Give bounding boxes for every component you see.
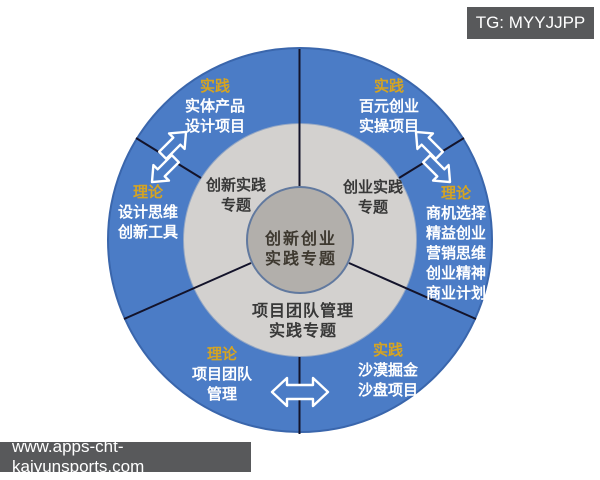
sector-right-line: 商业计划	[425, 285, 487, 302]
sector-top-right: 实践 百元创业 实操项目	[359, 77, 419, 137]
sector-bottom-right-line: 沙盘项目	[357, 382, 419, 399]
sector-right-line: 创业精神	[425, 265, 487, 282]
sector-right-line: 精益创业	[425, 225, 487, 242]
sector-right-line: 营销思维	[425, 245, 487, 262]
sector-bottom-right-type-label: 实践	[372, 342, 404, 359]
center-circle	[246, 186, 354, 294]
sector-left-line: 设计思维	[117, 204, 179, 221]
sector-top-right-line: 实操项目	[358, 118, 420, 135]
sector-top-left: 实践 实体产品 设计项目	[185, 77, 245, 137]
inner-ring-right-text: 创业实践 专题	[342, 179, 404, 216]
sector-bottom-right: 实践 沙漠掘金 沙盘项目	[358, 341, 418, 401]
sector-bottom-left-line: 管理	[206, 386, 238, 403]
sector-right-type-label: 理论	[440, 185, 472, 202]
tg-badge: TG: MYYJJPP	[467, 7, 594, 39]
sector-top-left-line: 设计项目	[184, 118, 246, 135]
sector-top-left-line: 实体产品	[184, 98, 246, 115]
sector-right-line: 商机选择	[425, 205, 487, 222]
sector-top-right-line: 百元创业	[358, 98, 420, 115]
sector-bottom-right-line: 沙漠掘金	[357, 362, 419, 379]
watermark-url: www.apps-cht-kaiyunsports.com	[0, 437, 251, 476]
center-circle-text: 创新创业 实践专题	[264, 231, 338, 268]
sector-right: 理论 商机选择 精益创业 营销思维 创业精神 商业计划	[426, 184, 486, 304]
inner-ring-bottom-text: 项目团队管理 实践专题	[251, 303, 355, 340]
sector-bottom-left-line: 项目团队	[191, 366, 253, 383]
sector-bottom-left: 理论 项目团队 管理	[192, 345, 252, 405]
sector-bottom-left-type-label: 理论	[206, 346, 238, 363]
inner-ring-left-text: 创新实践 专题	[205, 177, 267, 214]
sector-left-line: 创新工具	[117, 224, 179, 241]
sector-top-right-type-label: 实践	[373, 78, 405, 95]
sector-left: 理论 设计思维 创新工具	[118, 183, 178, 243]
sector-top-left-type-label: 实践	[199, 78, 231, 95]
sector-left-type-label: 理论	[132, 184, 164, 201]
